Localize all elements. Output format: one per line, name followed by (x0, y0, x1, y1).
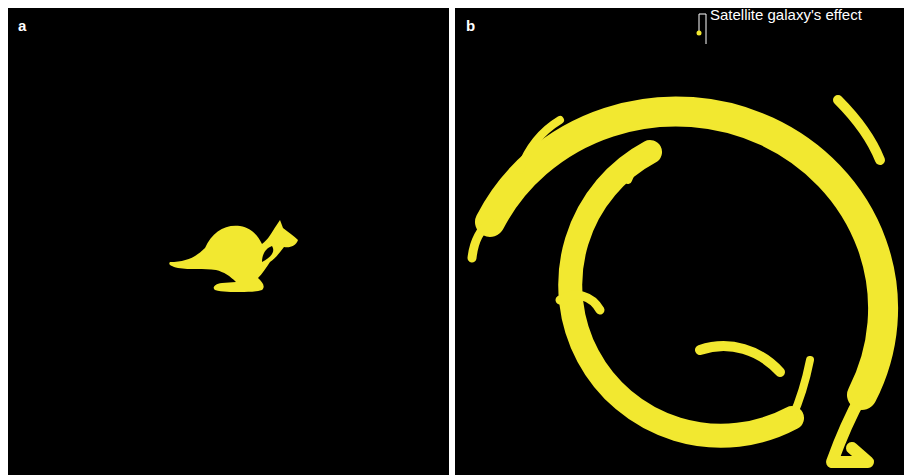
callout-text: Satellite galaxy's effect (710, 7, 862, 22)
satellite-dip (690, 48, 720, 54)
panel-a-ground (8, 8, 449, 475)
panel-b-ground (455, 8, 904, 475)
leader-line (699, 14, 706, 44)
panel-letter: b (466, 18, 475, 33)
satellite-dot (697, 31, 702, 36)
panel-letter: a (18, 18, 26, 33)
kangaroo-shape (169, 220, 298, 292)
stellar-stream (472, 100, 883, 462)
